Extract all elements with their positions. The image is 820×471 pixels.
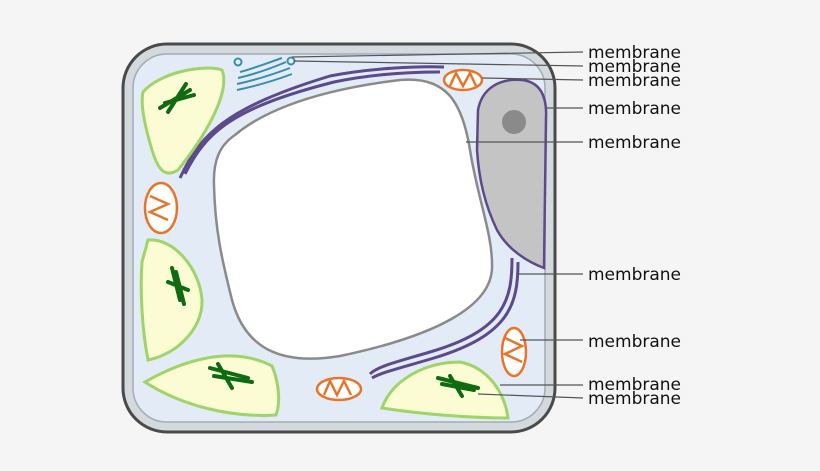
mitochondrion — [442, 68, 484, 92]
nucleolus — [502, 110, 526, 134]
labels: membrane membrane membrane membrane memb… — [588, 43, 681, 409]
nucleus — [475, 78, 548, 270]
label-membrane: membrane — [588, 265, 681, 285]
chloroplasts — [139, 66, 510, 420]
label-membrane: membrane — [588, 99, 681, 119]
thylakoids — [158, 82, 480, 398]
chloroplast — [139, 238, 204, 362]
label-membrane: membrane — [588, 133, 681, 153]
label-membrane: membrane — [588, 389, 681, 409]
leader-line — [477, 393, 584, 399]
endoplasmic-reticulum — [178, 65, 520, 380]
mitochondria — [143, 68, 528, 402]
leader-lines — [291, 51, 584, 399]
chloroplast — [379, 360, 510, 420]
label-membrane: membrane — [588, 71, 681, 91]
leader-line — [481, 77, 584, 81]
label-membrane: membrane — [588, 57, 681, 77]
label-membrane: membrane — [588, 332, 681, 352]
leader-line — [293, 60, 584, 67]
label-membrane: membrane — [588, 43, 681, 63]
mitochondrion — [500, 326, 528, 378]
label-membrane: membrane — [588, 375, 681, 395]
golgi-apparatus — [233, 56, 296, 91]
leader-line — [291, 51, 584, 58]
chloroplast — [142, 354, 281, 417]
central-vacuole — [212, 78, 494, 360]
chloroplast — [140, 66, 226, 175]
